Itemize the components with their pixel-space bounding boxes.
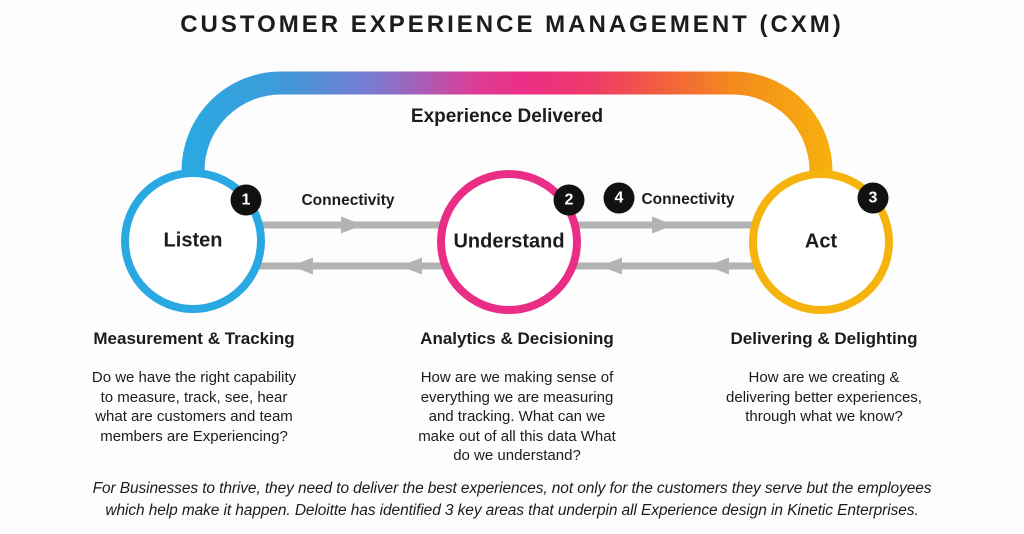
heading-delivering-delighting: Delivering & Delighting [730,329,918,348]
connectivity-label-1: Connectivity [301,192,395,209]
arrowhead-right-icon [341,216,363,234]
footer-note: For Businesses to thrive, they need to d… [92,480,932,519]
heading-analytics-decisioning: Analytics & Decisioning [420,329,614,348]
heading-measurement-tracking: Measurement & Tracking [93,329,295,348]
connectivity-label-2: Connectivity [641,191,735,208]
experience-delivered-arc [181,71,833,177]
experience-delivered-label: Experience Delivered [410,106,604,127]
arrowhead-left-icon [291,257,313,275]
body-delivering-delighting: How are we creating &delivering better e… [726,369,922,425]
step-badge-4: 4 [603,182,635,214]
understand-circle [437,170,581,314]
act-circle [749,170,893,314]
step-badge-3: 3 [857,182,889,214]
arrowhead-left-icon [600,257,622,275]
step-badge-2: 2 [553,184,585,216]
arrowhead-left-icon [400,257,422,275]
cxm-diagram [121,71,893,314]
arrowhead-left-icon [707,257,729,275]
act-label: Act [804,230,838,253]
step-badge-1: 1 [230,184,262,216]
listen-label: Listen [163,229,223,252]
understand-label: Understand [453,230,565,253]
page-title: CUSTOMER EXPERIENCE MANAGEMENT (CXM) [180,11,844,38]
arrowhead-right-icon [652,216,674,234]
listen-circle [121,169,265,313]
